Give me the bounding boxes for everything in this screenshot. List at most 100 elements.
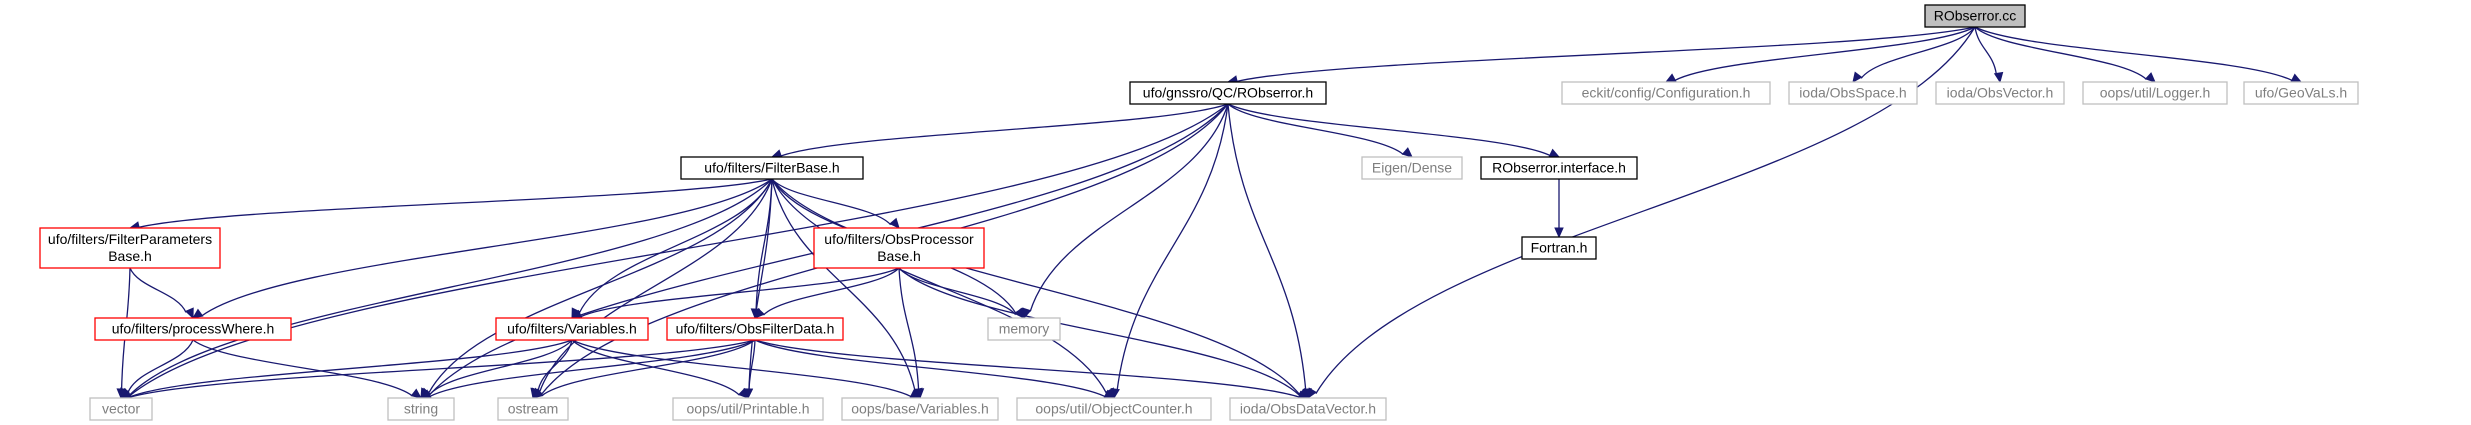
edge-line [129,178,773,396]
node-label: ufo/filters/Variables.h [507,321,637,337]
node-box [497,397,569,421]
node-robserror-cc[interactable]: RObserror.cc [1924,4,2026,28]
node-oops-util-printable-h: oops/util/Printable.h [672,397,824,421]
node-box [1521,236,1597,260]
arrowhead-icon [184,307,194,320]
edge-ufo-filters-variables-h-to-vector [119,339,573,400]
edge-line [1236,26,1976,82]
edge-ufo-filters-obsfilterdata-h-to-oops-util-objectcounter-h [754,339,1116,399]
arrowhead-icon [1548,148,1561,158]
edge-line [539,178,773,393]
node-box [1788,81,1918,105]
edge-line [1674,26,1976,81]
edge-line [571,339,740,396]
edge-line [763,267,900,316]
node-label: ufo/filters/ObsProcessor [824,231,974,247]
node-label: vector [102,401,140,417]
edge-ufo-filters-obsprocessorbase-h-to-oops-base-variables-h [898,267,925,400]
node-label: Base.h [108,248,152,264]
node-label: string [404,401,438,417]
node-vector: vector [89,397,153,421]
edge-line [898,267,1017,316]
edge-ufo-filters-filterbase-h-to-ufo-filters-variables-h [571,178,773,320]
node-box [813,227,985,269]
node-box [672,397,824,421]
node-box [1935,81,2065,105]
node-ufo-filters-filterbase-h[interactable]: ufo/filters/FilterBase.h [680,156,864,180]
edges-layer [116,26,2303,401]
node-oops-base-variables-h: oops/base/Variables.h [841,397,999,421]
edge-ufo-filters-filterbase-h-to-ufo-filters-processwhere-h [192,178,773,319]
node-oops-util-objectcounter-h: oops/util/ObjectCounter.h [1016,397,1212,421]
edge-ufo-filters-filterbase-h-to-ufo-filters-filterparametersbase-h [128,178,773,231]
node-ufo-gnssro-qc-robserror-h[interactable]: ufo/gnssro/QC/RObserror.h [1129,81,1327,105]
node-label: ufo/filters/ObsFilterData.h [676,321,835,337]
node-box [94,317,292,341]
edge-ufo-filters-filterbase-h-to-ufo-filters-obsprocessorbase-h [771,178,900,229]
edge-line [771,178,916,391]
node-fortran-h[interactable]: Fortran.h [1521,236,1597,260]
edge-line [127,339,194,393]
node-label: ufo/filters/FilterBase.h [704,160,839,176]
edge-ufo-filters-filterparametersbase-h-to-ufo-filters-processwhere-h [129,267,194,320]
edge-line [898,267,920,390]
arrowhead-icon [1401,147,1413,158]
arrowhead-icon [743,388,754,400]
edge-ufo-filters-filterbase-h-to-string [420,178,773,400]
edge-line [541,339,756,397]
node-label: ufo/GeoVaLs.h [2255,85,2347,101]
node-box [1129,81,1327,105]
edge-ufo-filters-filterbase-h-to-ioda-obsdatavector-h [771,178,1309,399]
node-ufo-filters-processwhere-h[interactable]: ufo/filters/processWhere.h [94,317,292,341]
node-label: Base.h [877,248,921,264]
node-label: Eigen/Dense [1372,160,1452,176]
arrowhead-icon [410,388,422,399]
arrowhead-icon [889,217,900,229]
node-eckit-config-configuration-h: eckit/config/Configuration.h [1561,81,1771,105]
node-box [987,317,1061,341]
edge-robserror-cc-to-oops-util-logger-h [1974,26,2156,83]
node-box [89,397,153,421]
node-label: memory [999,321,1050,337]
node-label: eckit/config/Configuration.h [1582,85,1751,101]
node-ioda-obsdatavector-h: ioda/ObsDataVector.h [1229,397,1387,421]
node-label: RObserror.interface.h [1492,160,1626,176]
node-ufo-geovals-h: ufo/GeoVaLs.h [2243,81,2359,105]
edge-line [1227,103,1551,157]
edge-ufo-filters-obsfilterdata-h-to-oops-util-printable-h [743,339,756,400]
edge-line [748,178,773,390]
edge-line [192,339,413,397]
arrowhead-icon [1664,73,1677,83]
node-label: ostream [508,401,559,417]
edge-line [429,339,756,398]
edge-ufo-filters-obsfilterdata-h-to-ioda-obsdatavector-h [754,339,1310,400]
node-box [1480,156,1638,180]
node-box [680,156,864,180]
node-ioda-obsspace-h: ioda/ObsSpace.h [1788,81,1918,105]
node-box [666,317,844,341]
node-label: Fortran.h [1531,240,1588,256]
node-box [1361,156,1463,180]
node-memory: memory [987,317,1061,341]
edge-line [129,339,573,398]
node-box [39,227,221,269]
edge-line [1116,103,1229,390]
node-label: oops/util/ObjectCounter.h [1035,401,1192,417]
node-robserror-interface-h[interactable]: RObserror.interface.h [1480,156,1638,180]
edge-line [578,178,773,314]
edge-line [748,339,756,390]
node-ufo-filters-obsfilterdata-h[interactable]: ufo/filters/ObsFilterData.h [666,317,844,341]
edge-ufo-gnssro-qc-robserror-h-to-oops-util-objectcounter-h [1110,103,1229,400]
node-string: string [387,397,455,421]
node-ufo-filters-variables-h[interactable]: ufo/filters/Variables.h [495,317,649,341]
node-box [1229,397,1387,421]
edge-ufo-filters-obsprocessorbase-h-to-ioda-obsdatavector-h [898,267,1309,399]
edge-line [1227,103,1404,156]
edge-line [428,178,773,394]
edge-ufo-gnssro-qc-robserror-h-to-memory [1022,103,1229,320]
node-box [1924,4,2026,28]
node-label: ufo/filters/FilterParameters [48,231,212,247]
